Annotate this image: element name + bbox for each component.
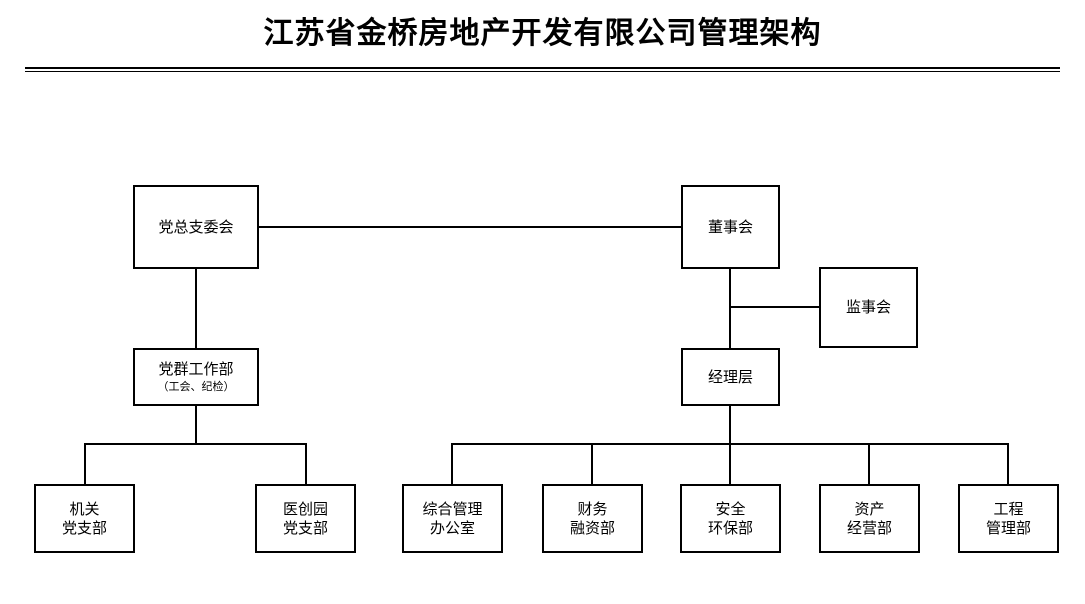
node-engineering-management-dept[interactable]: 工程 管理部 bbox=[958, 484, 1059, 553]
node-label-line2: 管理部 bbox=[985, 518, 1031, 537]
node-medical-park-party-branch[interactable]: 医创园 党支部 bbox=[255, 484, 356, 553]
node-label-line2: 经营部 bbox=[846, 518, 892, 537]
node-label-line1: 工程 bbox=[993, 499, 1024, 518]
page-title: 江苏省金桥房地产开发有限公司管理架构 bbox=[263, 16, 822, 51]
node-party-mass-work-dept[interactable]: 党群工作部 （工会、纪检） bbox=[133, 348, 259, 406]
node-board-of-directors[interactable]: 董事会 bbox=[681, 185, 780, 269]
node-label-line2: 融资部 bbox=[569, 518, 615, 537]
drop-safety-environment-dept bbox=[729, 443, 731, 485]
node-board-of-supervisors[interactable]: 监事会 bbox=[819, 267, 918, 348]
drop-finance-financing-dept bbox=[591, 443, 593, 485]
node-agency-party-branch[interactable]: 机关 党支部 bbox=[34, 484, 135, 553]
node-label-sub: （工会、纪检） bbox=[157, 380, 235, 393]
connector-work-dept-stem bbox=[195, 406, 197, 445]
node-general-management-office[interactable]: 综合管理 办公室 bbox=[402, 484, 503, 553]
drop-general-management-office bbox=[451, 443, 453, 485]
party-branch-bus bbox=[84, 443, 307, 445]
node-label-line1: 财务 bbox=[577, 499, 608, 518]
connector-party-committee-to-work-dept bbox=[195, 268, 197, 349]
node-asset-operation-dept[interactable]: 资产 经营部 bbox=[819, 484, 920, 553]
title-rule-thin bbox=[25, 71, 1060, 72]
drop-medical-park-party-branch bbox=[305, 443, 307, 485]
drop-asset-operation-dept bbox=[868, 443, 870, 485]
connector-board-to-supervisors bbox=[729, 306, 820, 308]
node-label-line2: 办公室 bbox=[429, 518, 475, 537]
node-label-line1: 党群工作部 bbox=[158, 360, 234, 378]
node-label-line1: 监事会 bbox=[845, 298, 891, 316]
node-label-line1: 党总支委会 bbox=[158, 217, 234, 236]
title-rule-thick bbox=[25, 67, 1060, 69]
node-finance-financing-dept[interactable]: 财务 融资部 bbox=[542, 484, 643, 553]
node-management-level[interactable]: 经理层 bbox=[681, 348, 780, 406]
node-label-line1: 医创园 bbox=[282, 499, 328, 518]
node-safety-environment-dept[interactable]: 安全 环保部 bbox=[680, 484, 781, 553]
connector-management-stem bbox=[729, 406, 731, 445]
connector-board-to-management bbox=[729, 268, 731, 349]
node-label-line1: 机关 bbox=[69, 499, 100, 518]
node-party-committee[interactable]: 党总支委会 bbox=[133, 185, 259, 269]
node-label-line1: 董事会 bbox=[707, 217, 753, 236]
node-label-line2: 党支部 bbox=[282, 518, 328, 537]
node-label-line1: 综合管理 bbox=[422, 499, 483, 518]
node-label-line1: 安全 bbox=[715, 499, 746, 518]
node-label-line2: 环保部 bbox=[707, 518, 753, 537]
node-label-line1: 经理层 bbox=[707, 367, 753, 386]
title-block: 江苏省金桥房地产开发有限公司管理架构 bbox=[0, 0, 1085, 78]
drop-engineering-management-dept bbox=[1007, 443, 1009, 485]
node-label-line2: 党支部 bbox=[61, 518, 107, 537]
drop-agency-party-branch bbox=[84, 443, 86, 485]
node-label-line1: 资产 bbox=[854, 499, 885, 518]
connector-party-committee-to-board bbox=[258, 226, 682, 228]
